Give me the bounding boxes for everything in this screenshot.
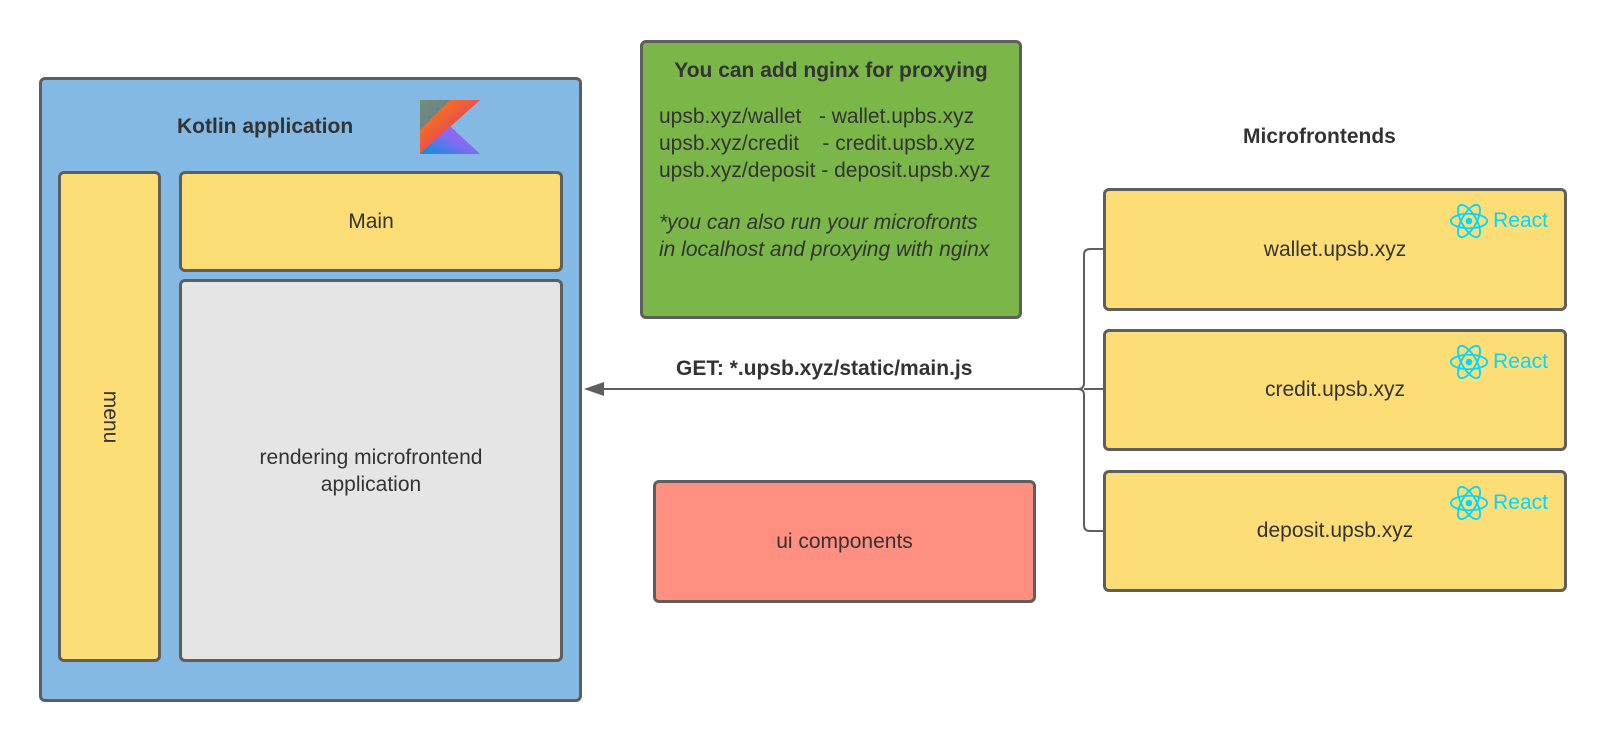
microfrontend-label: credit.upsb.xyz [1264,378,1406,401]
react-badge: React [1449,483,1548,523]
rendering-label: rendering microfrontend application [259,445,483,496]
nginx-note: You can add nginx for proxying upsb.xyz/… [640,40,1022,319]
microfrontend-deposit: deposit.upsb.xyz React [1103,470,1567,592]
microfrontend-label: wallet.upsb.xyz [1263,237,1407,261]
nginx-mapping-lines: upsb.xyz/wallet - wallet.upbs.xyz upsb.x… [659,105,991,182]
react-label: React [1493,350,1548,373]
nginx-title: You can add nginx for proxying [674,59,988,82]
microfrontends-title: Microfrontends [1243,125,1396,148]
react-label: React [1493,209,1548,232]
menu-panel: menu [58,171,161,662]
microfrontend-wallet: wallet.upsb.xyz React [1103,188,1567,311]
rendering-area: rendering microfrontend application [179,279,563,662]
menu-label: menu [98,390,122,443]
ui-components-box: ui components [653,480,1036,603]
react-logo-icon [1450,203,1489,239]
nginx-localhost-note: *you can also run your microfronts in lo… [659,211,990,261]
react-label: React [1493,491,1548,514]
request-label: GET: *.upsb.xyz/static/main.js [676,357,973,380]
microfrontend-credit: credit.upsb.xyz React [1103,329,1567,451]
kotlin-app-title: Kotlin application [177,115,354,138]
kotlin-logo-icon [420,100,480,154]
arrowhead-icon [584,382,604,396]
microfrontend-label: deposit.upsb.xyz [1256,519,1414,542]
bracket-connector [1077,248,1103,532]
react-badge: React [1449,342,1548,382]
react-logo-icon [1450,485,1489,521]
main-label: Main [348,209,394,233]
react-badge: React [1449,201,1548,241]
ui-components-label: ui components [776,529,913,553]
main-panel: Main [179,171,563,272]
react-logo-icon [1450,344,1489,380]
